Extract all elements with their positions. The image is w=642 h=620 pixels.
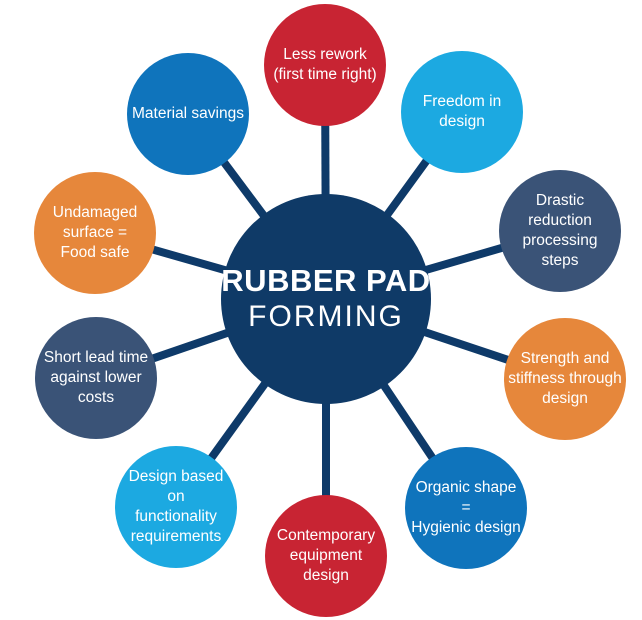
node-drastic-reduction-label: Drastic reduction processing steps <box>522 192 598 269</box>
center-title: RUBBER PAD <box>221 263 431 299</box>
node-organic-shape-label: Organic shape = Hygienic design <box>411 479 521 536</box>
node-freedom-in-design-label: Freedom in design <box>422 93 502 130</box>
node-short-lead-time: Short lead time against lower costs <box>35 317 157 439</box>
node-strength-stiffness: Strength and stiffness through design <box>504 318 626 440</box>
node-undamaged-surface-label: Undamaged surface = Food safe <box>52 204 138 261</box>
node-drastic-reduction: Drastic reduction processing steps <box>499 170 621 292</box>
node-strength-stiffness-label: Strength and stiffness through design <box>508 350 622 407</box>
node-freedom-in-design: Freedom in design <box>401 51 523 173</box>
node-undamaged-surface: Undamaged surface = Food safe <box>34 172 156 294</box>
node-less-rework: Less rework (first time right) <box>264 4 386 126</box>
node-contemporary-equipment: Contemporary equipment design <box>265 495 387 617</box>
node-contemporary-equipment-label: Contemporary equipment design <box>276 527 376 584</box>
node-material-savings-label: Material savings <box>132 105 244 123</box>
node-material-savings: Material savings <box>127 53 249 175</box>
node-design-functionality-label: Design based on functionality requiremen… <box>128 468 224 545</box>
node-organic-shape: Organic shape = Hygienic design <box>405 447 527 569</box>
node-less-rework-label: Less rework (first time right) <box>273 46 377 83</box>
center-circle: RUBBER PAD FORMING <box>221 194 431 404</box>
node-short-lead-time-label: Short lead time against lower costs <box>43 349 149 406</box>
node-design-functionality: Design based on functionality requiremen… <box>115 446 237 568</box>
center-subtitle: FORMING <box>248 299 404 333</box>
